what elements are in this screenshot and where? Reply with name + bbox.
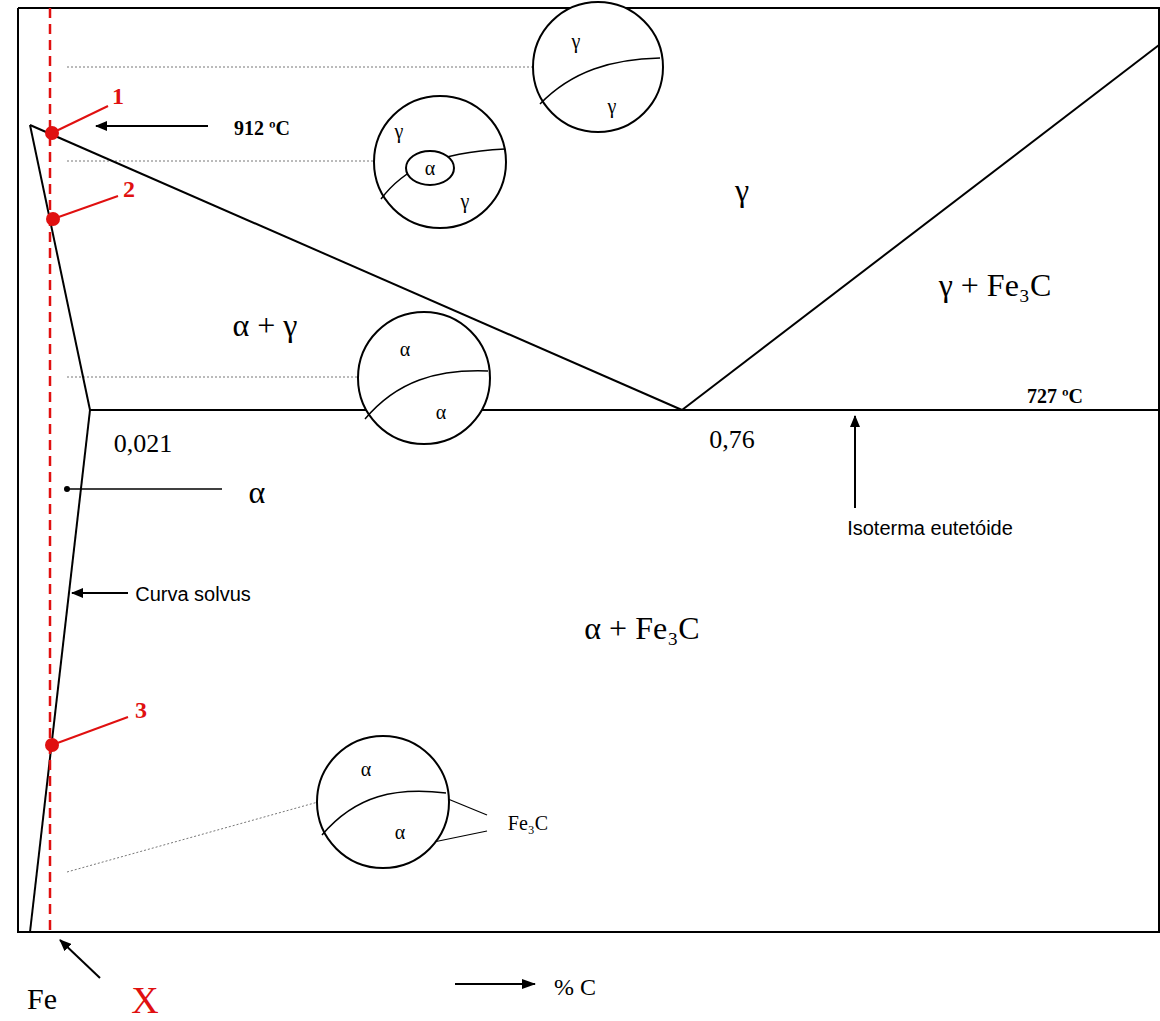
frame xyxy=(18,8,1159,932)
composition-value: 0,76 xyxy=(709,427,755,453)
guide-line xyxy=(67,802,318,872)
phase-boundary xyxy=(682,45,1159,410)
point-marker xyxy=(46,212,60,226)
guide-line xyxy=(67,377,357,378)
pointer-arrow xyxy=(60,940,100,978)
temperature-label: 727 ºC xyxy=(1027,386,1083,406)
phase-symbol: γ xyxy=(395,121,404,141)
temperature-label: 912 ºC xyxy=(234,118,290,138)
phase-boundary xyxy=(30,125,90,410)
element-label: Fe xyxy=(27,984,57,1014)
leader-line xyxy=(67,488,222,490)
microstructure-circle: γγ xyxy=(532,1,664,133)
grain-ellipse: α xyxy=(405,150,455,186)
axis-label: % C xyxy=(554,975,596,999)
callout-number: 3 xyxy=(135,698,147,722)
phase-label: α xyxy=(249,476,266,508)
callout-leader xyxy=(52,106,108,133)
phase-boundary xyxy=(30,125,682,410)
pointer-arrow xyxy=(854,416,856,508)
leader-dot xyxy=(64,486,70,492)
phase-symbol: α xyxy=(436,402,446,422)
phase-symbol: γ xyxy=(572,31,581,51)
phase-symbol: α xyxy=(400,339,410,359)
point-marker xyxy=(45,126,59,140)
node-outline xyxy=(316,735,450,869)
eutectoid-isotherm xyxy=(90,409,1159,411)
guide-line xyxy=(67,67,532,68)
axis-arrow xyxy=(455,983,535,985)
phase-label: α + γ xyxy=(233,309,298,341)
composition-value: 0,021 xyxy=(114,431,173,457)
phase-label: γ + Fe₃C xyxy=(939,269,1052,301)
node-outline xyxy=(532,1,664,133)
composition-marker: X xyxy=(131,981,158,1019)
callout-leader xyxy=(52,717,128,745)
microstructure-circle: γ γ α xyxy=(373,95,507,229)
phase-symbol: α xyxy=(425,158,435,178)
phase-symbol: γ xyxy=(608,96,617,116)
phase-symbol: α xyxy=(395,822,405,842)
pointer-arrow xyxy=(72,592,128,594)
phase-label: Fe₃C xyxy=(508,813,548,833)
microstructure-circle: αα xyxy=(357,311,491,445)
callout-leader xyxy=(53,196,118,219)
phase-symbol: α xyxy=(361,759,371,779)
microstructure-circle: αα xyxy=(316,735,450,869)
callout-number: 1 xyxy=(112,84,124,108)
annotation-label: Isoterma eutetóide xyxy=(847,518,1013,538)
annotation-label: Curva solvus xyxy=(135,584,251,604)
phase-label: α + Fe₃C xyxy=(584,612,699,644)
phase-label: γ xyxy=(735,174,749,206)
phase-symbol: γ xyxy=(461,191,470,211)
pointer-arrow xyxy=(96,125,208,127)
node-outline xyxy=(357,311,491,445)
callout-number: 2 xyxy=(123,177,135,201)
composition-line xyxy=(49,8,52,932)
point-marker xyxy=(45,738,59,752)
